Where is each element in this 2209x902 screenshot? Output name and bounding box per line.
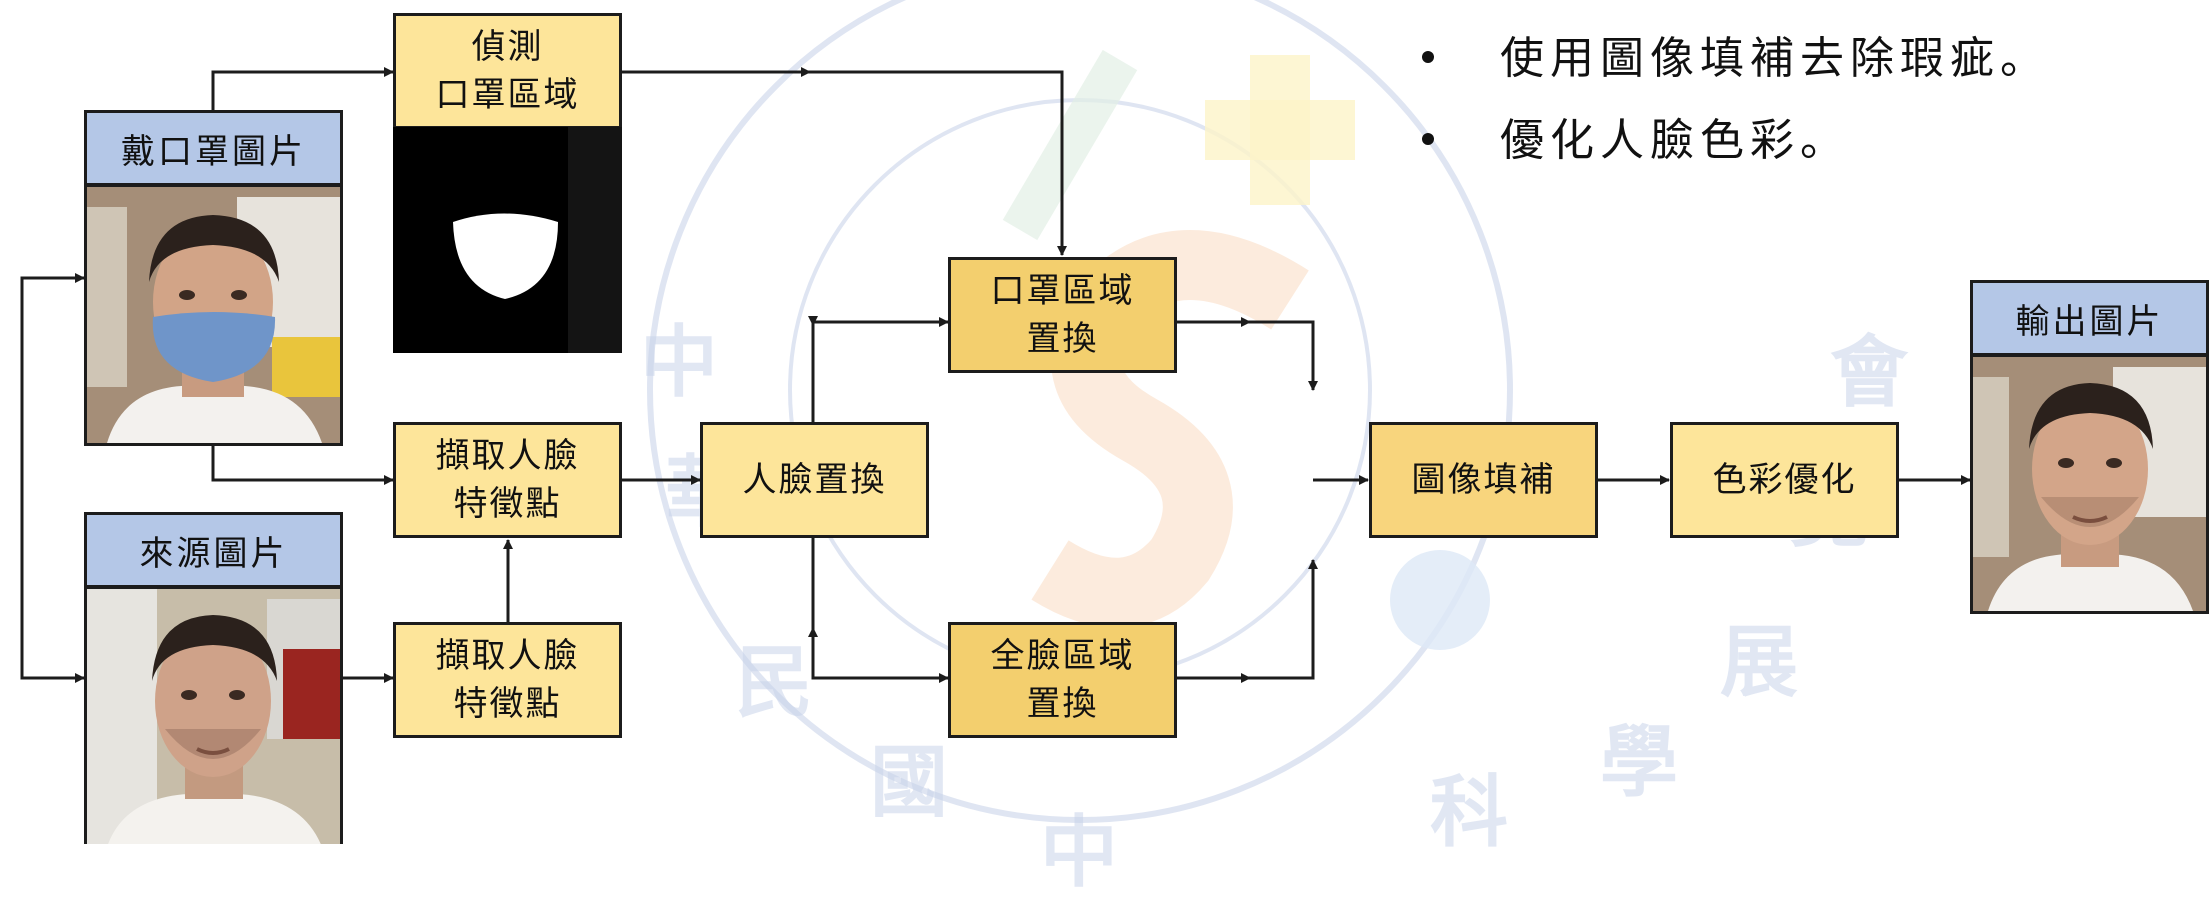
watermark-char: 展 — [1720, 617, 1799, 708]
watermark-char: 國 — [870, 737, 949, 828]
full-face-replace-box: 全臉區域 置換 — [948, 622, 1177, 738]
note-item: 使用圖像填補去除瑕疵。 — [1420, 22, 2050, 104]
bullet-icon — [1422, 133, 1434, 145]
color-optimize-label: 色彩優化 — [1712, 460, 1857, 500]
note-text: 使用圖像填補去除瑕疵。 — [1500, 33, 2050, 84]
face-swap-label: 人臉置換 — [742, 460, 887, 500]
watermark-char: 科 — [1430, 767, 1509, 858]
extract-landmarks-masked-box: 擷取人臉 特徵點 — [393, 422, 622, 538]
source-face-photo — [84, 586, 343, 844]
source-face-photo-icon — [87, 589, 340, 844]
masked-face-photo-icon — [87, 187, 340, 443]
detect-mask-region-label: 偵測 口罩區域 — [435, 27, 580, 115]
masked-image-label: 戴口罩圖片 — [84, 110, 343, 186]
inpainting-box: 圖像填補 — [1369, 422, 1598, 538]
output-face-photo — [1970, 354, 2209, 614]
output-face-photo-icon — [1973, 357, 2206, 611]
extract-landmarks-masked-label: 擷取人臉 特徵點 — [435, 436, 580, 524]
mask-segmentation-image-icon — [393, 127, 622, 353]
extract-landmarks-source-label: 擷取人臉 特徵點 — [435, 636, 580, 724]
watermark-char: 學 — [1600, 717, 1679, 808]
note-text: 優化人臉色彩。 — [1500, 115, 1850, 166]
bullet-icon — [1422, 51, 1434, 63]
color-optimize-box: 色彩優化 — [1670, 422, 1899, 538]
watermark-char: 會 — [1830, 327, 1909, 418]
detect-mask-region-box: 偵測 口罩區域 — [393, 13, 622, 129]
face-swap-box: 人臉置換 — [700, 422, 929, 538]
watermark-char: 中 — [640, 317, 719, 408]
connector-lines — [20, 67, 1971, 683]
note-item: 優化人臉色彩。 — [1420, 104, 2050, 186]
inpainting-label: 圖像填補 — [1411, 460, 1556, 500]
output-image-label: 輸出圖片 — [1970, 280, 2209, 356]
watermark-char: 民 — [735, 637, 814, 728]
source-image-label: 來源圖片 — [84, 512, 343, 588]
mask-region-replace-label: 口罩區域 置換 — [990, 271, 1135, 359]
full-face-replace-label: 全臉區域 置換 — [990, 636, 1135, 724]
notes-list: 使用圖像填補去除瑕疵。 優化人臉色彩。 — [1420, 22, 2050, 186]
mask-segmentation-image — [393, 127, 622, 353]
extract-landmarks-source-box: 擷取人臉 特徵點 — [393, 622, 622, 738]
mask-region-replace-box: 口罩區域 置換 — [948, 257, 1177, 373]
masked-face-photo — [84, 184, 343, 446]
